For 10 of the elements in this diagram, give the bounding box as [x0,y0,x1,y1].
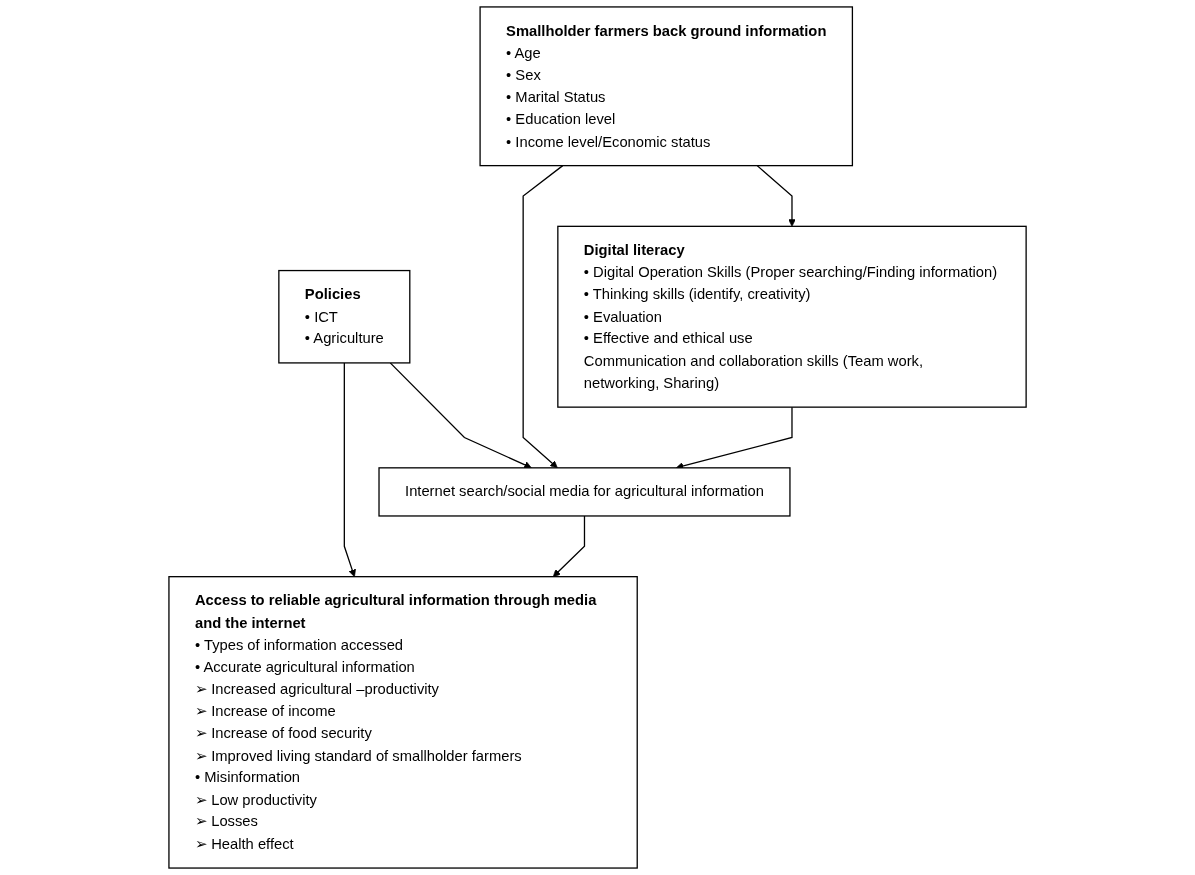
node-box: Internet search/social media for agricultural information [378,467,791,517]
node-box: Policies • ICT • Agriculture [278,269,411,364]
arrow [522,165,564,469]
node-box: Digital literacy • Digital Operation Skills (Proper searching/Finding information) • Thinking skills (identify, creativity) • Evaluation • Effective and ethical use Communication and collaboration skills (Team work, networking, Sharing) [557,225,1027,408]
node-box: Access to reliable agricultural information through media and the internet • Types of information accessed • Accurate agricultural information ➢ Increased agricultural –productivity ➢ Increase of income ➢ Increase of food security ➢ Improved living standard of smallholder farmers • Misinformation ➢ Low productivity ➢ Losses ➢ Health effect [168,576,638,869]
arrow [343,362,356,577]
arrow [756,165,796,227]
node-box: Smallholder farmers back ground information • Age • Sex • Marital Status • Education level • Income level/Economic status [479,6,853,167]
arrow [552,515,586,577]
arrow [389,362,532,469]
